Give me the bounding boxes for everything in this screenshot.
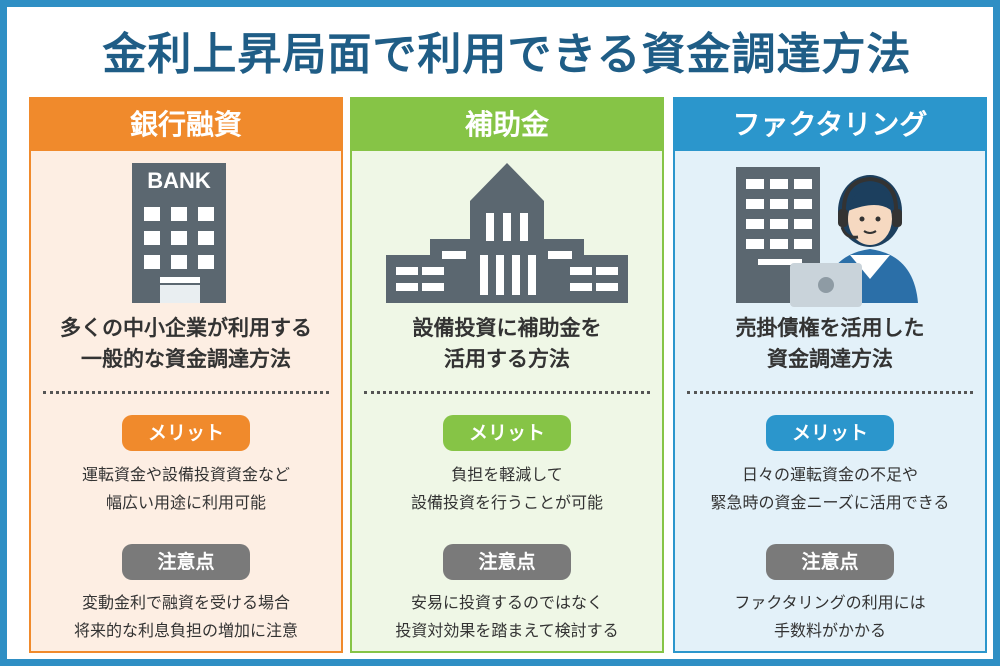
merit-badge: メリット: [443, 415, 571, 451]
caution-badge: 注意点: [122, 544, 250, 580]
caution-text: ファクタリングの利用には 手数料がかかる: [734, 593, 926, 640]
caution-badge: 注意点: [766, 544, 894, 580]
government-building-icon: [352, 159, 662, 307]
column-description: 設備投資に補助金を 活用する方法: [412, 316, 602, 371]
page-title: 金利上昇局面で利用できる資金調達方法: [102, 29, 912, 80]
merit-text: 日々の運転資金の不足や 緊急時の資金ニーズに活用できる: [710, 465, 950, 512]
column-heading: 補助金: [352, 99, 662, 151]
column-heading: 銀行融資: [31, 99, 341, 151]
caution-text: 安易に投資するのではなく 投資対効果を踏まえて検討する: [395, 593, 619, 640]
dotted-divider: [43, 391, 329, 394]
caution-badge: 注意点: [443, 544, 571, 580]
dotted-divider: [364, 391, 650, 394]
merit-badge: メリット: [122, 415, 250, 451]
column-heading: ファクタリング: [675, 99, 985, 151]
caution-text: 変動金利で融資を受ける場合 将来的な利息負担の増加に注意: [73, 593, 298, 640]
operator-with-building-icon: [675, 159, 985, 307]
column-subsidy: 補助金 設備投資に補助金を 活用する方法: [350, 97, 664, 653]
bank-building-icon: BANK: [31, 159, 341, 307]
column-factoring: ファクタリング: [673, 97, 987, 653]
bank-sign-text: BANK: [147, 168, 211, 193]
dotted-divider: [687, 391, 973, 394]
column-description: 多くの中小企業が利用する 一般的な資金調達方法: [60, 316, 312, 371]
column-description: 売掛債権を活用した 資金調達方法: [735, 316, 925, 371]
merit-text: 負担を軽減して 設備投資を行うことが可能: [410, 465, 603, 512]
column-bank-loan: 銀行融資 BANK 多くの中小企業が利用する 一般的な資金調達方法 メリット: [29, 97, 343, 653]
merit-badge: メリット: [766, 415, 894, 451]
merit-text: 運転資金や設備投資資金など 幅広い用途に利用可能: [81, 465, 290, 512]
